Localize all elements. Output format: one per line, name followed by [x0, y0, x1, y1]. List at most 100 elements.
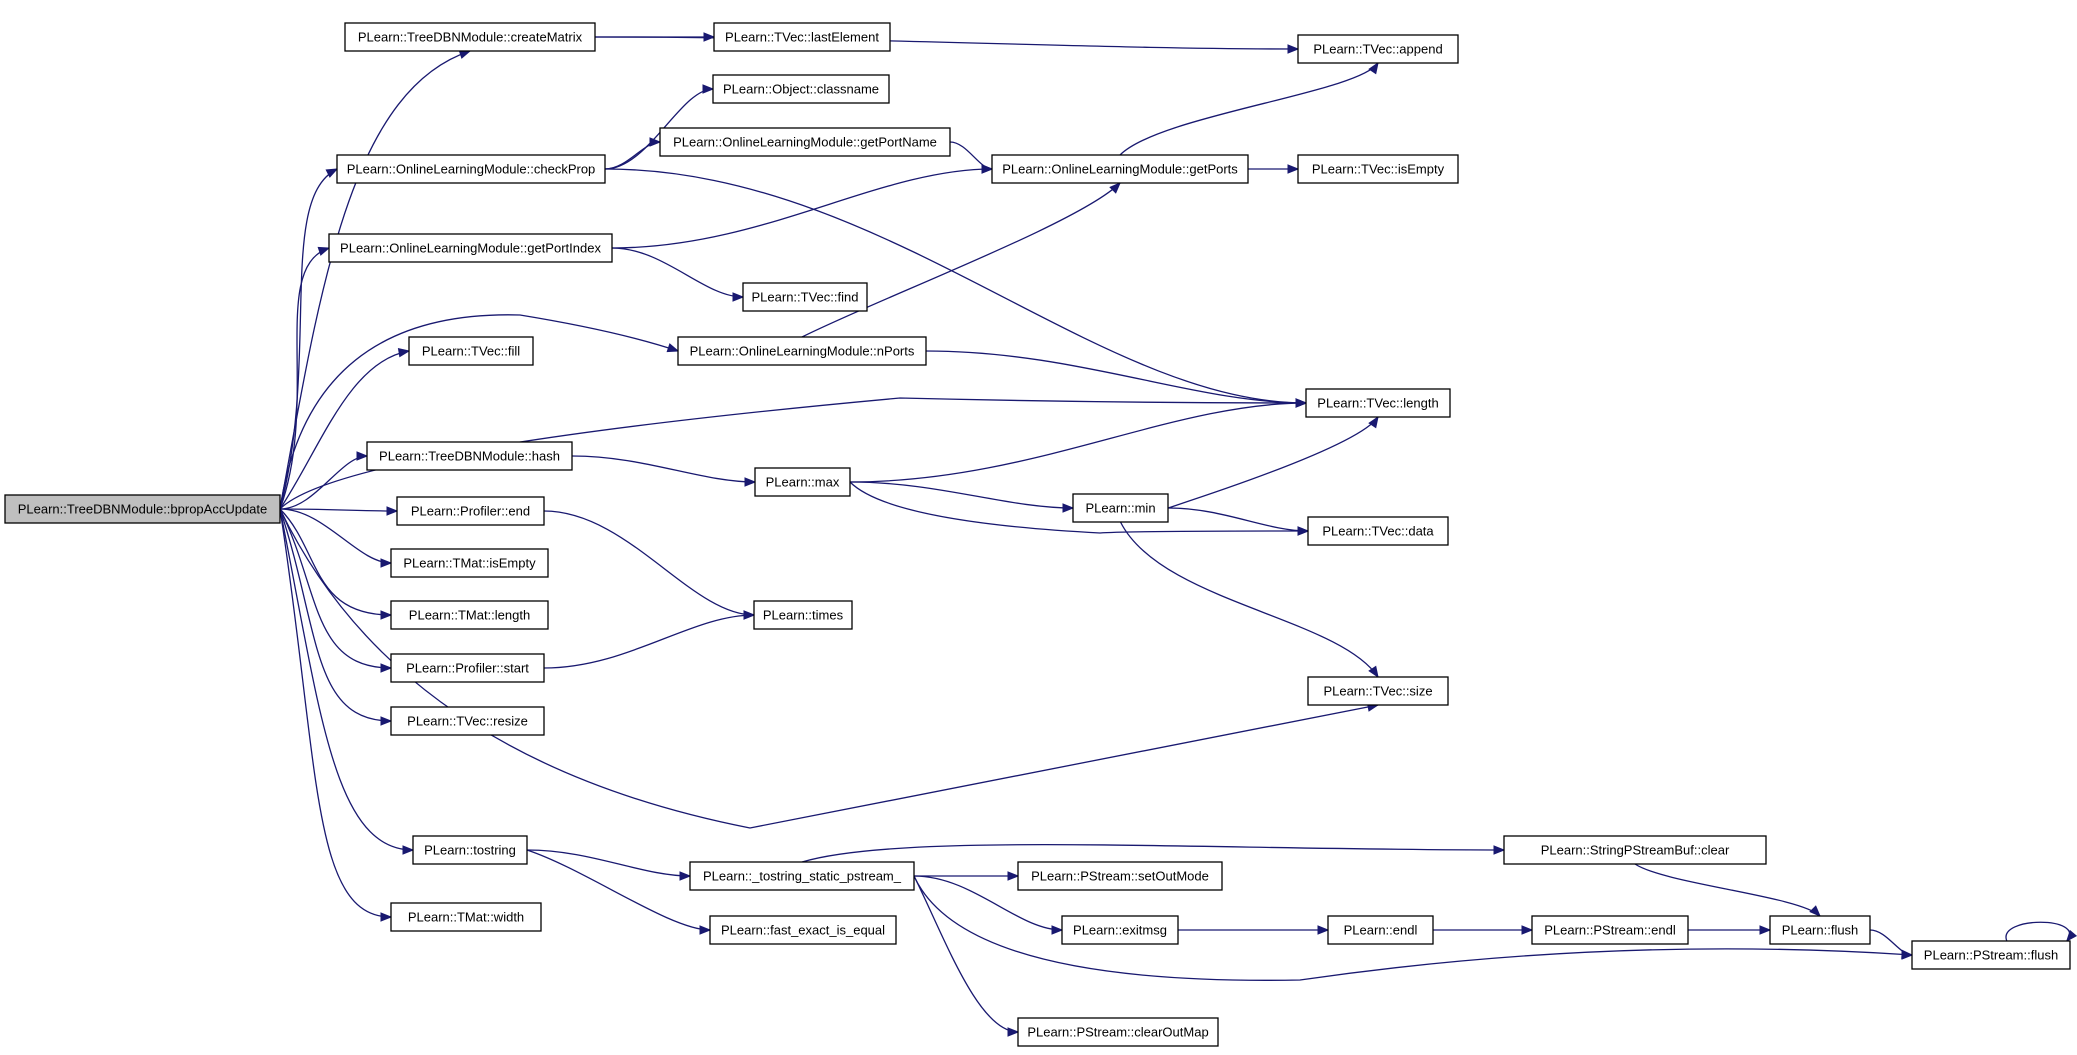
node-getPortName[interactable]: PLearn::OnlineLearningModule::getPortNam… — [659, 127, 951, 157]
node-find[interactable]: PLearn::TVec::find — [742, 282, 868, 312]
arrowhead-icon — [386, 506, 399, 516]
node-label: PLearn::PStream::endl — [1544, 923, 1676, 938]
arrowhead-icon — [666, 343, 680, 353]
call-edge-tostringStatic-to-clearOutMap — [913, 875, 1020, 1037]
node-checkProp[interactable]: PLearn::OnlineLearningModule::checkProp — [336, 154, 606, 184]
call-edge-root-to-fill — [279, 348, 411, 510]
call-edge-createMatrix-to-append — [594, 36, 1300, 54]
node-tvecIsEmpty[interactable]: PLearn::TVec::isEmpty — [1297, 154, 1459, 184]
node-label: PLearn::max — [766, 475, 840, 490]
node-size[interactable]: PLearn::TVec::size — [1307, 676, 1449, 706]
node-profEnd[interactable]: PLearn::Profiler::end — [396, 496, 545, 526]
node-box — [709, 915, 897, 945]
call-edge-tostringStatic-to-spsbClear — [801, 844, 1506, 863]
arrowhead-icon — [1759, 925, 1772, 935]
node-width[interactable]: PLearn::TMat::width — [390, 902, 542, 932]
call-edge-min-to-size — [1119, 521, 1379, 679]
node-nPorts[interactable]: PLearn::OnlineLearningModule::nPorts — [677, 336, 927, 366]
arrowhead-icon — [744, 477, 757, 487]
node-tvecLength[interactable]: PLearn::TVec::length — [1305, 388, 1451, 418]
call-edge-getPorts-to-tvecIsEmpty — [1247, 164, 1300, 174]
call-edge-tostring-to-fastExact — [526, 849, 712, 935]
node-hash[interactable]: PLearn::TreeDBNModule::hash — [366, 441, 573, 471]
node-endl[interactable]: PLearn::endl — [1327, 915, 1434, 945]
node-min[interactable]: PLearn::min — [1072, 493, 1169, 523]
node-label: PLearn::times — [763, 608, 844, 623]
call-edge-root-to-nPorts — [279, 314, 680, 510]
node-box — [1327, 915, 1434, 945]
node-label: PLearn::exitmsg — [1073, 923, 1167, 938]
node-tostring[interactable]: PLearn::tostring — [412, 835, 528, 865]
node-root[interactable]: PLearn::TreeDBNModule::bpropAccUpdate — [4, 494, 281, 524]
node-label: PLearn::TMat::length — [409, 608, 530, 623]
node-classname[interactable]: PLearn::Object::classname — [712, 74, 890, 104]
node-box — [390, 706, 545, 736]
node-spsbClear[interactable]: PLearn::StringPStreamBuf::clear — [1503, 835, 1767, 865]
node-exitmsg[interactable]: PLearn::exitmsg — [1061, 915, 1179, 945]
node-box — [754, 467, 851, 497]
call-edge-tostring-to-tostringStatic — [526, 849, 692, 881]
node-label: PLearn::PStream::clearOutMap — [1027, 1025, 1208, 1040]
arrowhead-icon — [1368, 665, 1379, 679]
node-box — [412, 835, 528, 865]
arrowhead-icon — [1062, 503, 1075, 513]
node-box — [1297, 34, 1459, 64]
node-append[interactable]: PLearn::TVec::append — [1297, 34, 1459, 64]
call-edges — [279, 32, 2077, 1037]
node-box — [408, 336, 534, 366]
node-times[interactable]: PLearn::times — [753, 600, 853, 630]
node-tostringStatic[interactable]: PLearn::_tostring_static_pstream_ — [689, 861, 915, 891]
node-psEndl[interactable]: PLearn::PStream::endl — [1531, 915, 1689, 945]
call-edge-getPorts-to-append — [1119, 61, 1379, 156]
call-edge-nPorts-to-getPorts — [801, 182, 1121, 338]
node-profStart[interactable]: PLearn::Profiler::start — [390, 653, 545, 683]
node-box — [1307, 516, 1449, 546]
node-getPorts[interactable]: PLearn::OnlineLearningModule::getPorts — [991, 154, 1249, 184]
node-label: PLearn::TVec::append — [1313, 42, 1442, 57]
node-lastElement[interactable]: PLearn::TVec::lastElement — [713, 22, 891, 52]
node-flush[interactable]: PLearn::flush — [1769, 915, 1871, 945]
call-edge-endl-to-psEndl — [1433, 925, 1534, 935]
node-label: PLearn::Profiler::start — [406, 661, 529, 676]
node-box — [991, 154, 1249, 184]
call-edge-root-to-getPortIndex — [279, 246, 331, 510]
arrowhead-icon — [380, 610, 393, 620]
arrowhead-icon — [356, 451, 369, 461]
node-tmatIsEmpty[interactable]: PLearn::TMat::isEmpty — [390, 548, 549, 578]
node-label: PLearn::TMat::width — [408, 910, 524, 925]
node-box — [677, 336, 927, 366]
node-getPortIndex[interactable]: PLearn::OnlineLearningModule::getPortInd… — [328, 233, 613, 263]
node-box — [713, 22, 891, 52]
node-label: PLearn::endl — [1344, 923, 1418, 938]
node-label: PLearn::_tostring_static_pstream_ — [703, 869, 902, 884]
call-edge-root-to-profStart — [279, 508, 393, 673]
arrowhead-icon — [2065, 929, 2077, 943]
node-resize[interactable]: PLearn::TVec::resize — [390, 706, 545, 736]
node-data[interactable]: PLearn::TVec::data — [1307, 516, 1449, 546]
arrowhead-icon — [1368, 415, 1379, 429]
arrowhead-icon — [1287, 164, 1300, 174]
node-psFlush[interactable]: PLearn::PStream::flush — [1911, 940, 2071, 970]
arrowhead-icon — [1809, 905, 1821, 917]
arrowhead-icon — [1297, 526, 1310, 536]
node-box — [1061, 915, 1179, 945]
call-edge-max-to-tvecLength — [849, 398, 1308, 483]
node-max[interactable]: PLearn::max — [754, 467, 851, 497]
node-clearOutMap[interactable]: PLearn::PStream::clearOutMap — [1017, 1017, 1219, 1047]
call-edge-tostringStatic-to-exitmsg — [913, 875, 1064, 935]
node-fill[interactable]: PLearn::TVec::fill — [408, 336, 534, 366]
node-label: PLearn::TMat::isEmpty — [403, 556, 536, 571]
node-label: PLearn::Object::classname — [723, 82, 879, 97]
node-fastExact[interactable]: PLearn::fast_exact_is_equal — [709, 915, 897, 945]
node-createMatrix[interactable]: PLearn::TreeDBNModule::createMatrix — [344, 22, 596, 52]
node-label: PLearn::OnlineLearningModule::getPortInd… — [340, 241, 601, 256]
arrowhead-icon — [380, 716, 393, 726]
call-edge-hash-to-max — [571, 455, 757, 487]
node-setOutMode[interactable]: PLearn::PStream::setOutMode — [1017, 861, 1223, 891]
node-box — [1017, 861, 1223, 891]
node-label: PLearn::PStream::setOutMode — [1031, 869, 1209, 884]
arrowhead-icon — [1493, 845, 1506, 855]
node-tmatLength[interactable]: PLearn::TMat::length — [390, 600, 549, 630]
arrowhead-icon — [1287, 44, 1300, 54]
